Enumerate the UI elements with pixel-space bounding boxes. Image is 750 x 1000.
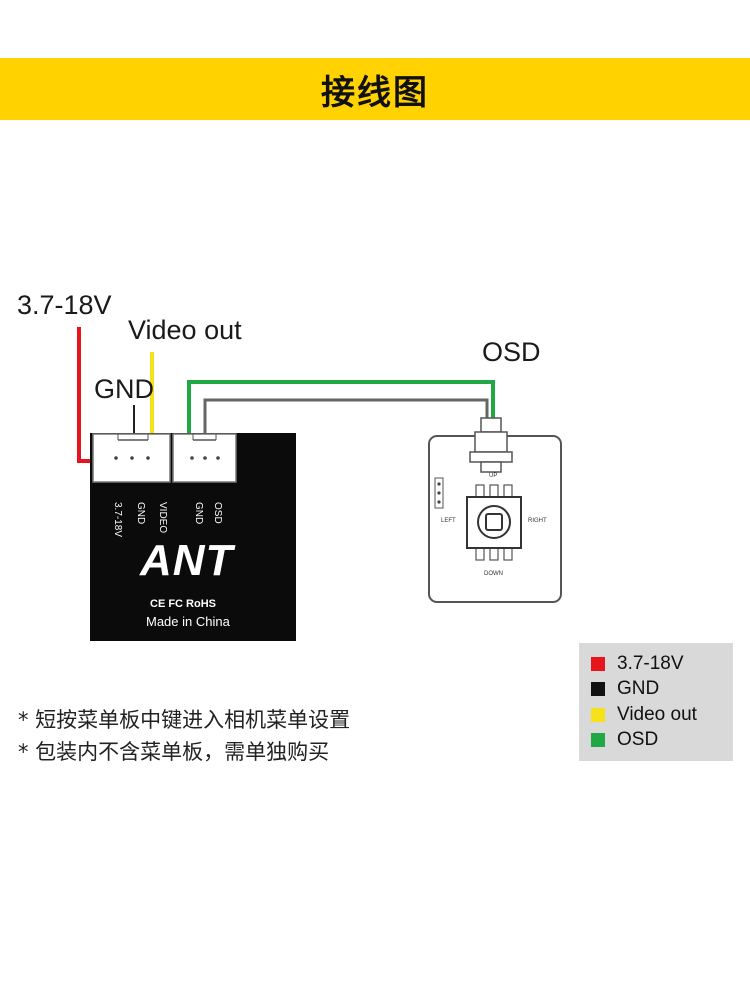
legend-swatch-yellow: [591, 707, 605, 722]
legend-label: OSD: [617, 729, 659, 751]
page-title: 接线图: [321, 72, 429, 113]
osd-label: OSD: [482, 337, 541, 367]
osd-ground-wire: [203, 398, 489, 436]
legend-item: 3.7-18V: [591, 651, 733, 677]
wire-color-legend: 3.7-18V GND Video out OSD: [579, 643, 733, 761]
osd-label-right: RIGHT: [528, 518, 547, 524]
camera-pin-power: 3.7-18V: [112, 502, 123, 538]
legend-label: 3.7-18V: [617, 652, 684, 674]
legend-label: GND: [617, 678, 660, 700]
notes: * 短按菜单板中键进入相机菜单设置 * 包装内不含菜单板，需单独购买: [18, 704, 350, 768]
camera-pin-gnd-2: GND: [193, 502, 204, 525]
camera-brand-logo: ANT: [140, 536, 234, 585]
legend-item: GND: [591, 677, 733, 703]
power-label: 3.7-18V: [17, 290, 112, 320]
power-wire: [77, 327, 92, 463]
legend-item: Video out: [591, 702, 733, 728]
legend-swatch-green: [591, 733, 605, 748]
osd-wire: [187, 380, 495, 436]
legend-swatch-red: [591, 656, 605, 671]
legend-label: Video out: [617, 703, 697, 725]
note-line: * 短按菜单板中键进入相机菜单设置: [18, 708, 351, 732]
camera-pin-gnd: GND: [135, 502, 146, 525]
legend-swatch-black: [591, 682, 605, 697]
video-out-label: Video out: [128, 315, 242, 345]
camera-pin-osd: OSD: [212, 502, 223, 524]
title-banner: 接线图: [0, 58, 750, 120]
osd-connector: [480, 417, 502, 433]
legend-item: OSD: [591, 728, 733, 754]
osd-label-left: LEFT: [441, 518, 456, 524]
osd-label-down: DOWN: [484, 571, 503, 577]
note-line: * 包装内不含菜单板，需单独购买: [18, 740, 330, 764]
gnd-label: GND: [94, 374, 154, 404]
camera-pin-video: VIDEO: [157, 502, 168, 534]
camera-cert-marks: CE FC RoHS: [150, 598, 216, 610]
camera-origin: Made in China: [146, 614, 230, 629]
osd-label-up: UP: [489, 473, 498, 479]
